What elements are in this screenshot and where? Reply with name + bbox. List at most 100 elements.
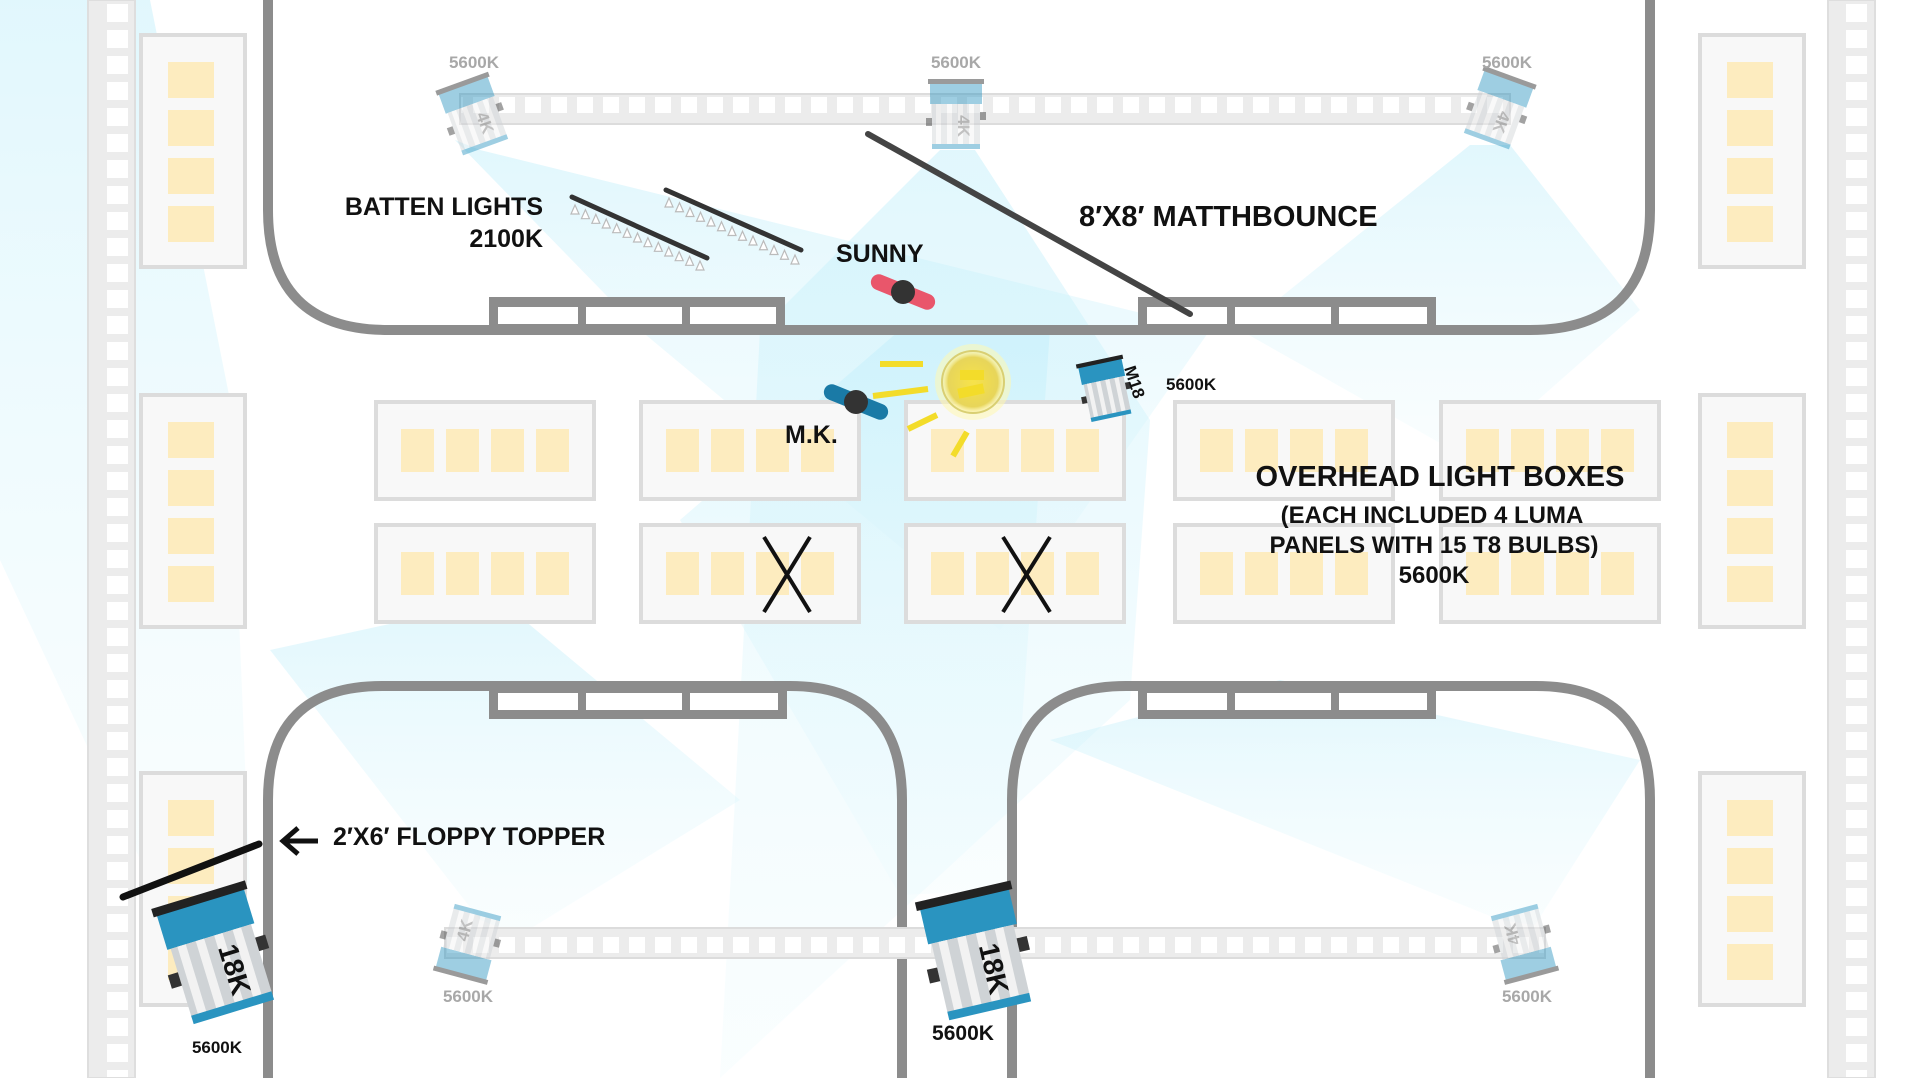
light-panel bbox=[168, 422, 214, 458]
top-set-door-right bbox=[1138, 297, 1436, 332]
batten-bulb bbox=[685, 206, 695, 218]
overhead-box bbox=[1439, 400, 1661, 501]
floppy-arrow-icon bbox=[279, 826, 318, 856]
batten-bulb bbox=[622, 226, 633, 238]
side-box-right-1 bbox=[1698, 33, 1806, 269]
light-panel bbox=[931, 552, 964, 595]
light-panel bbox=[1200, 552, 1233, 595]
batten-bulbs bbox=[570, 196, 800, 271]
light-panel bbox=[536, 552, 569, 595]
matthbounce-label: 8′X8′ MATTHBOUNCE bbox=[1079, 201, 1378, 233]
overhead-box bbox=[374, 523, 596, 624]
light-panel bbox=[1727, 206, 1773, 242]
light-panel bbox=[168, 518, 214, 554]
light-panel bbox=[666, 552, 699, 595]
light-panel bbox=[1466, 429, 1499, 472]
light-panel bbox=[1066, 552, 1099, 595]
bottom-left-set-door bbox=[489, 683, 787, 719]
light-panel bbox=[1290, 429, 1323, 472]
fixture-18k-left: 18K bbox=[151, 880, 275, 1025]
truss-right bbox=[1827, 0, 1876, 1078]
overhead-title: OVERHEAD LIGHT BOXES bbox=[1256, 461, 1625, 493]
fixture-temp-4k-top-right: 5600K bbox=[1482, 53, 1533, 72]
batten-bulb bbox=[758, 239, 769, 251]
sun-icon bbox=[872, 344, 1011, 458]
fixture-temp-4k-top-left: 5600K bbox=[449, 53, 500, 72]
batten-bulb bbox=[580, 208, 591, 220]
m18-temp: 5600K bbox=[1166, 375, 1217, 394]
fixture-temp-4k-top-center: 5600K bbox=[931, 53, 982, 72]
light-panel bbox=[168, 62, 214, 98]
light-panel bbox=[168, 800, 214, 836]
fixture-head bbox=[435, 946, 492, 982]
batten-bulb bbox=[695, 259, 705, 271]
light-panel bbox=[446, 429, 479, 472]
batten-bulb bbox=[748, 234, 758, 246]
fixture-4k-top-right: 4K bbox=[1463, 65, 1537, 150]
batten-bulb bbox=[727, 225, 737, 237]
actor-mk bbox=[823, 384, 889, 420]
light-panel bbox=[446, 552, 479, 595]
side-box-left-1 bbox=[139, 33, 247, 269]
fixture-type-label: 4K bbox=[954, 115, 973, 137]
matthbounce-frame bbox=[865, 131, 1193, 317]
batten-bulb bbox=[737, 229, 748, 241]
light-panel bbox=[168, 158, 214, 194]
light-panel bbox=[1511, 429, 1544, 472]
light-panel bbox=[1601, 429, 1634, 472]
fixture-4k-top-left: 4K bbox=[435, 71, 509, 156]
light-panel bbox=[711, 552, 744, 595]
overhead-box bbox=[1439, 523, 1661, 624]
light-panel bbox=[1200, 429, 1233, 472]
light-panel bbox=[401, 429, 434, 472]
light-panel bbox=[801, 552, 834, 595]
light-panel bbox=[168, 206, 214, 242]
light-panel bbox=[1727, 470, 1773, 506]
light-panel bbox=[1727, 566, 1773, 602]
batten-bulb bbox=[653, 240, 664, 252]
fixture-head bbox=[1500, 946, 1557, 982]
batten-bulb bbox=[611, 222, 622, 234]
light-panel bbox=[1727, 800, 1773, 836]
fixture-4k-bottom-left: 4K bbox=[432, 903, 502, 985]
top-set-door-left bbox=[489, 297, 785, 332]
fixture-m18 bbox=[1075, 354, 1132, 423]
fixture-head bbox=[930, 82, 982, 104]
light-panel bbox=[168, 566, 214, 602]
light-panel bbox=[1245, 429, 1278, 472]
light-panel bbox=[1511, 552, 1544, 595]
beam-4k-top-right bbox=[1240, 145, 1640, 460]
fixture-head bbox=[438, 75, 495, 114]
fixture-head bbox=[1477, 69, 1534, 108]
batten-bulb bbox=[674, 201, 685, 213]
overhead-box bbox=[1173, 523, 1395, 624]
light-panel bbox=[1727, 896, 1773, 932]
light-panel bbox=[401, 552, 434, 595]
batten-lights-label: BATTEN LIGHTS bbox=[345, 193, 543, 221]
light-panel bbox=[1335, 552, 1368, 595]
mk-label: M.K. bbox=[785, 421, 838, 449]
crossed-out-mark-2 bbox=[1001, 535, 1052, 614]
light-panel bbox=[1290, 552, 1323, 595]
batten-light-2 bbox=[663, 187, 804, 253]
light-panel bbox=[976, 552, 1009, 595]
light-panel bbox=[1727, 518, 1773, 554]
side-box-right-3 bbox=[1698, 771, 1806, 1007]
light-panel bbox=[491, 552, 524, 595]
side-light-boxes bbox=[139, 33, 1806, 1007]
light-panel bbox=[1021, 429, 1054, 472]
overhead-box bbox=[374, 400, 596, 501]
light-panel bbox=[1466, 552, 1499, 595]
light-panel bbox=[1727, 158, 1773, 194]
light-panel bbox=[168, 110, 214, 146]
light-panel bbox=[1727, 848, 1773, 884]
batten-bulb bbox=[632, 231, 643, 243]
beam-4k-bottom-left bbox=[270, 600, 740, 935]
batten-bulb bbox=[664, 196, 674, 208]
light-panel bbox=[1066, 429, 1099, 472]
batten-bulb bbox=[590, 212, 601, 224]
batten-bulb bbox=[642, 236, 653, 248]
light-panel bbox=[1727, 62, 1773, 98]
